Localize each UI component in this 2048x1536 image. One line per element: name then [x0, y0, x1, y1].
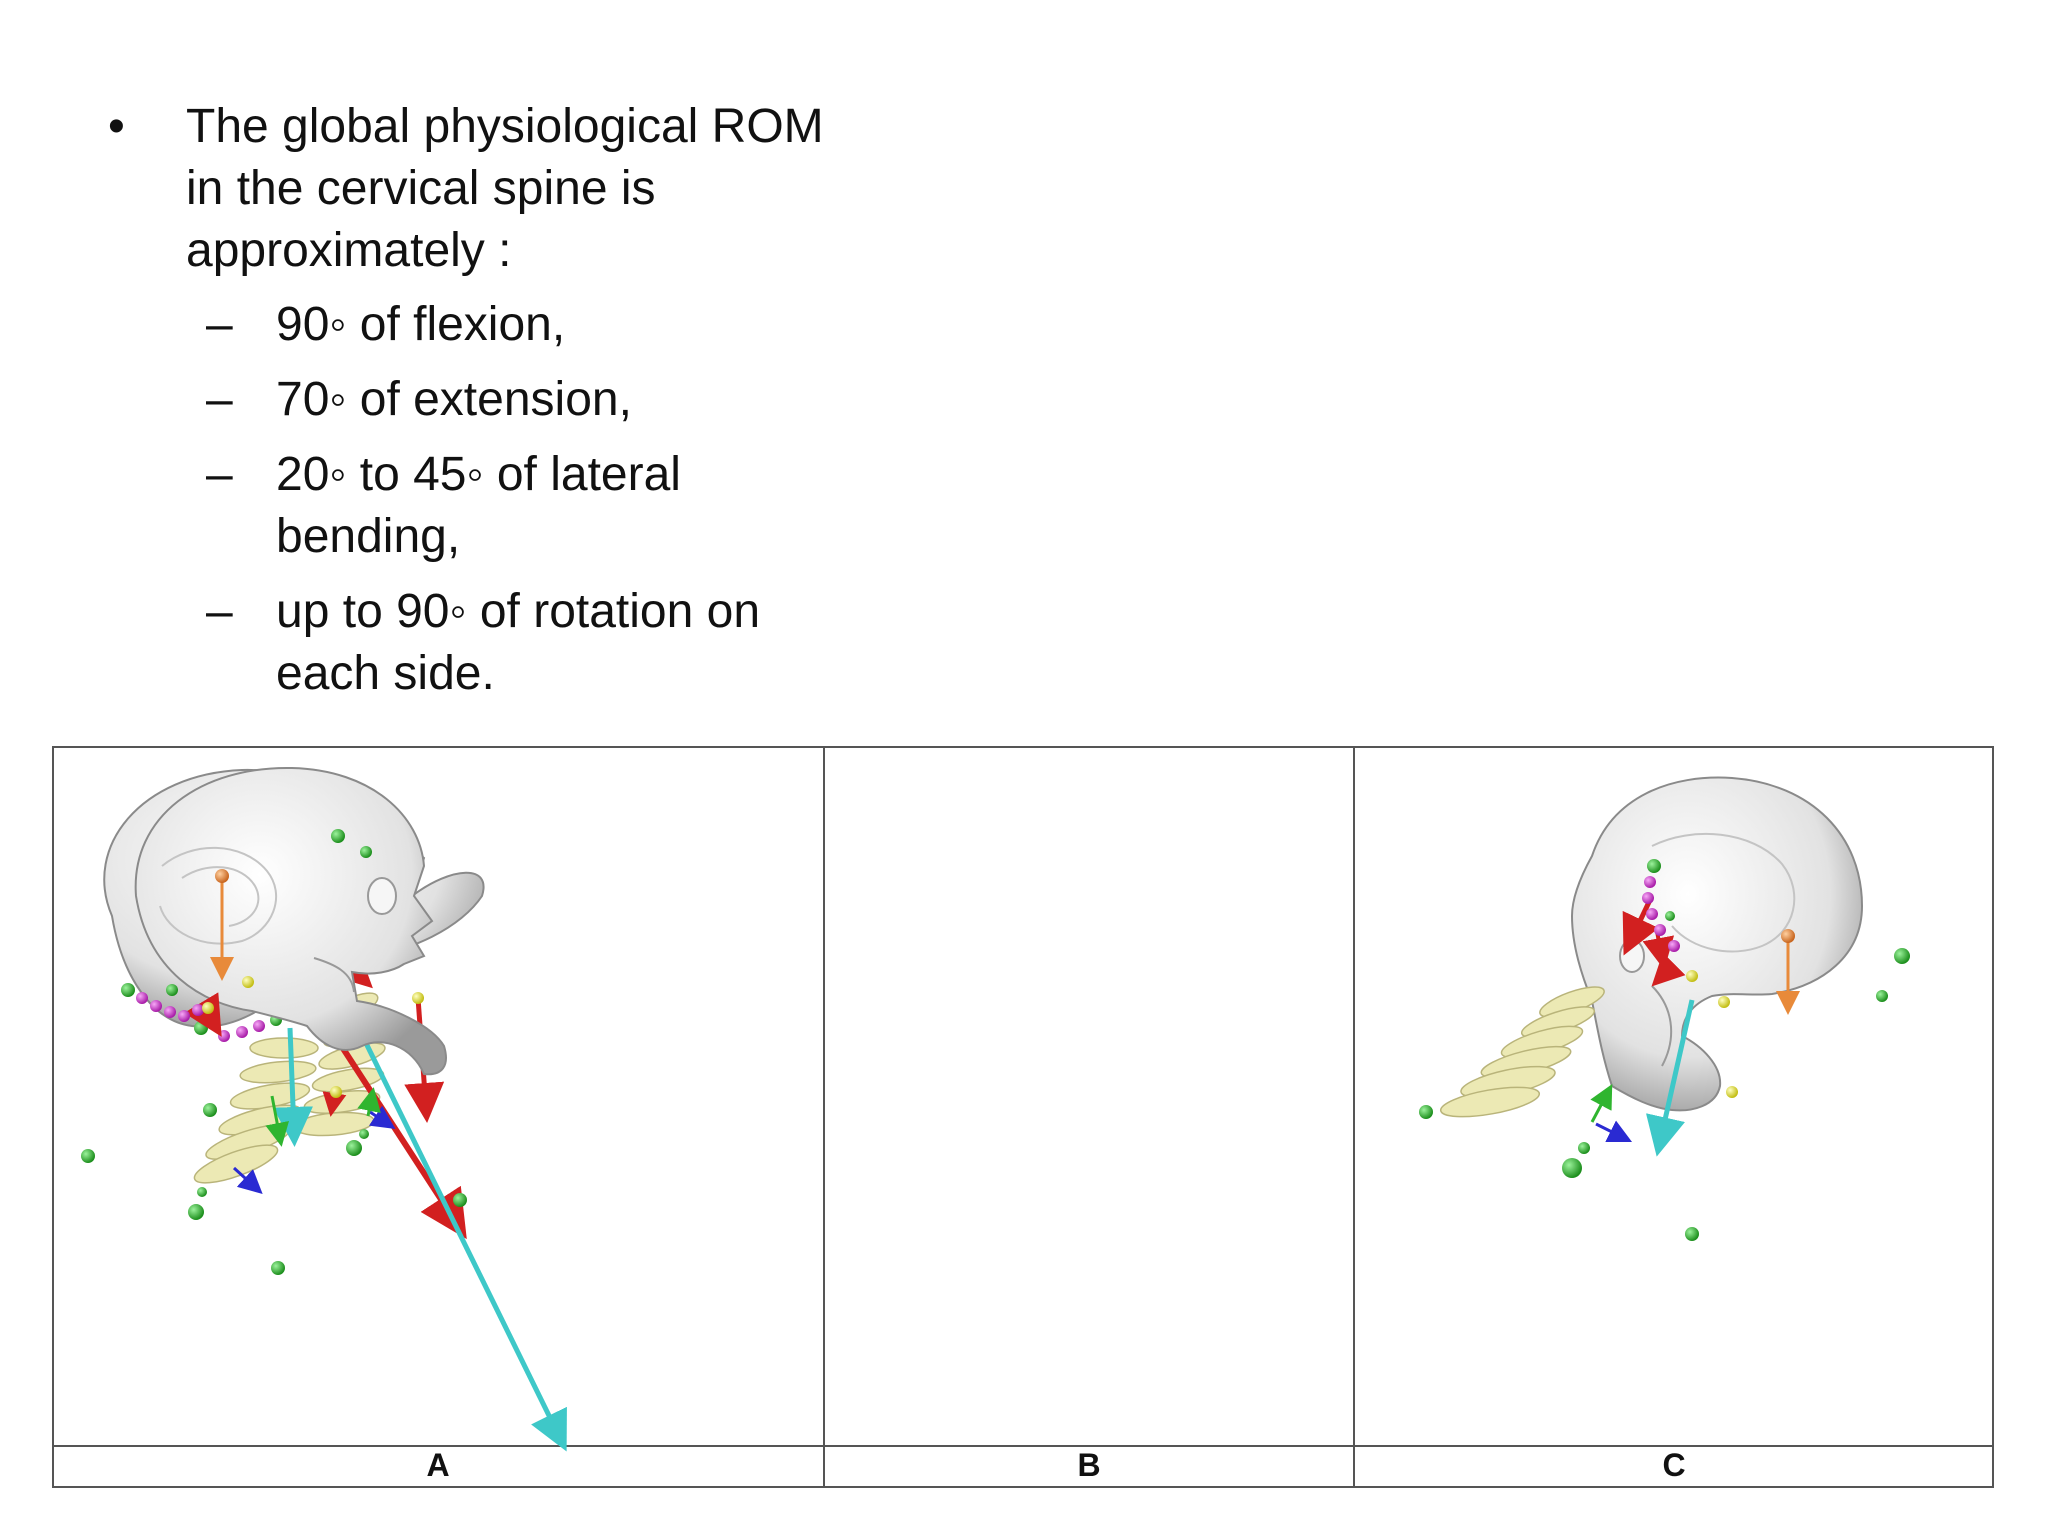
sub-item-lateral-bending: – 20◦ to 45◦ of lateral bending, [100, 444, 920, 568]
figure-svg: A B C [52, 746, 1994, 1488]
sub-item-extension: – 70◦ of extension, [100, 369, 920, 431]
text-block: • The global physiological ROM in the ce… [100, 96, 920, 718]
markers-b [81, 829, 372, 1275]
main-bullet: • The global physiological ROM in the ce… [100, 96, 920, 282]
bullet-line: in the cervical spine is [186, 162, 656, 215]
bullet-line: The global physiological ROM [186, 100, 824, 153]
sub-list: – 90◦ of flexion, – 70◦ of extension, – … [100, 294, 920, 705]
bullet-marker: • [108, 100, 125, 153]
panel-label-c: C [1662, 1447, 1685, 1483]
sub-item-line: up to 90◦ of rotation on [276, 585, 761, 638]
sub-item-line: bending, [276, 510, 461, 563]
panel-b [81, 766, 447, 1275]
dash-marker: – [206, 585, 233, 638]
sub-item-line: 90◦ of flexion, [276, 298, 566, 351]
bullet-line: approximately : [186, 224, 512, 277]
dash-marker: – [206, 373, 233, 426]
markers-c [1419, 859, 1910, 1241]
sub-item-line: 20◦ to 45◦ of lateral [276, 448, 681, 501]
sub-item-rotation: – up to 90◦ of rotation on each side. [100, 581, 920, 705]
sub-item-line: each side. [276, 647, 495, 700]
panel-label-b: B [1077, 1447, 1100, 1483]
dash-marker: – [206, 448, 233, 501]
cervical-spine-figure: A B C [52, 746, 1994, 1488]
dash-marker: – [206, 298, 233, 351]
panel-label-a: A [426, 1447, 449, 1483]
sub-item-line: 70◦ of extension, [276, 373, 632, 426]
sub-item-flexion: – 90◦ of flexion, [100, 294, 920, 356]
panel-c [1419, 776, 1910, 1241]
vertebrae-c [1439, 986, 1605, 1118]
vectors-c [1590, 898, 1800, 1157]
